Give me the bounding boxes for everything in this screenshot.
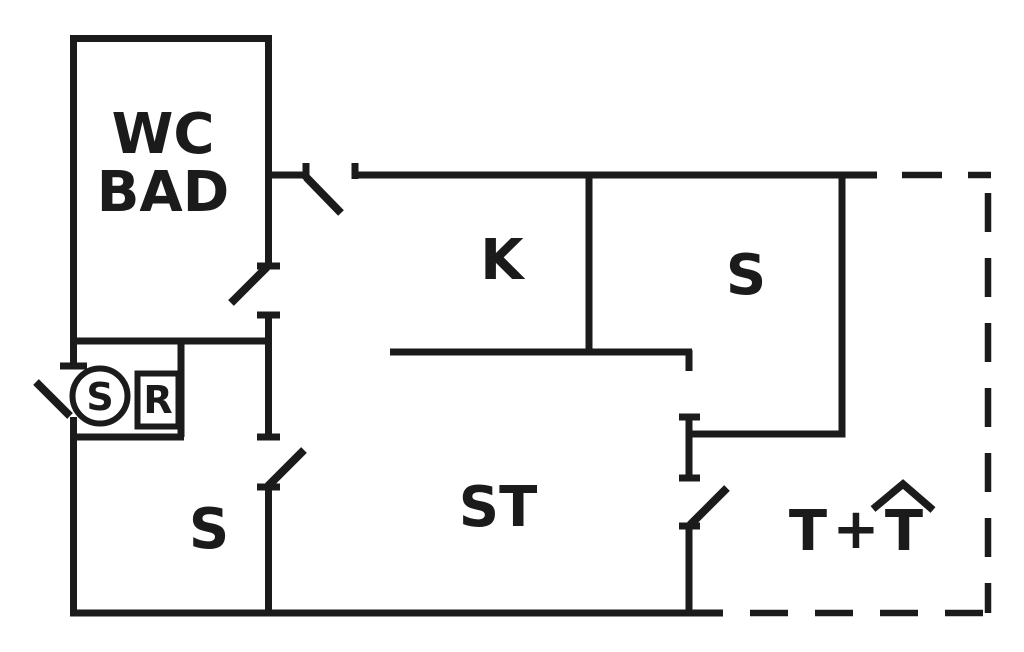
door-leaf-bedroom-left-icon <box>265 447 307 489</box>
fixture-symbols <box>69 365 182 430</box>
walls <box>70 35 877 617</box>
door-leaf-wcbad-inner-icon <box>228 264 270 306</box>
door-leaf-wcbad-hall-icon <box>303 174 344 216</box>
box-fixture-icon <box>134 370 182 430</box>
box-fixture-label: R <box>143 378 172 422</box>
room-label-wc: WC <box>112 102 215 167</box>
roof-icon <box>870 479 936 513</box>
circle-fixture-label: S <box>86 375 113 419</box>
room-label-kitchen: K <box>480 228 526 293</box>
room-label-bedroom-left: S <box>189 497 229 562</box>
door-leaf-outer-left-icon <box>33 379 73 419</box>
door-leaf-terrace-icon <box>687 485 730 528</box>
terrace-label-covered: T <box>885 499 923 564</box>
room-label-bad: BAD <box>97 160 230 225</box>
room-label-bedroom-top: S <box>726 243 766 308</box>
room-labels: WC BAD K S S ST T + T S R <box>86 102 923 564</box>
room-label-living: ST <box>459 475 538 540</box>
terrace-label-plus: + <box>833 497 880 562</box>
terrace-boundary <box>750 171 992 617</box>
door-leaves <box>33 174 730 528</box>
terrace-label-open: T <box>789 499 827 564</box>
wall-end-ticks <box>60 163 700 530</box>
circle-fixture-icon <box>69 365 131 427</box>
